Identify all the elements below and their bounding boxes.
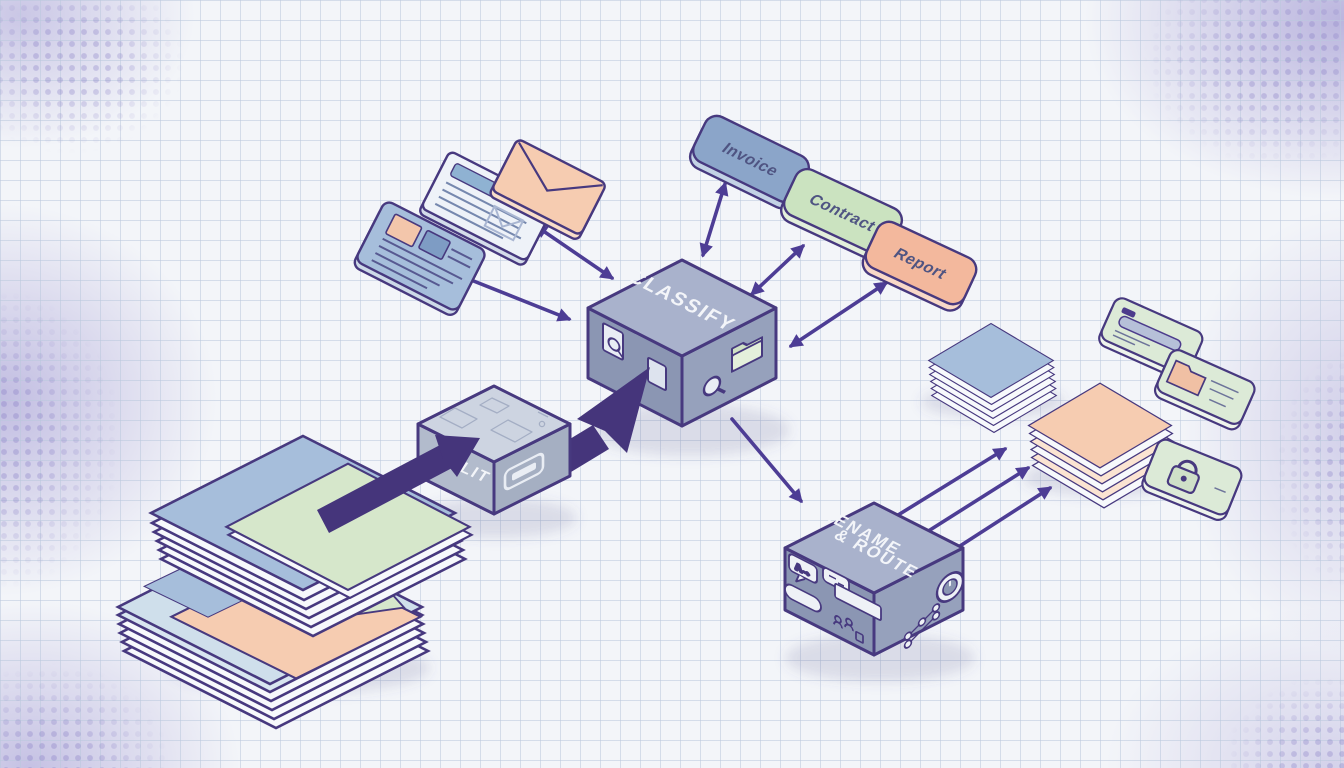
flow-arrow-head-2 (577, 367, 650, 453)
envelope-watermark-icon (483, 204, 525, 242)
processed-card-secured (1141, 438, 1243, 521)
blank-pill-icon (784, 583, 822, 613)
filename-bar (1118, 315, 1182, 352)
folder-front-icon (731, 336, 763, 373)
arrow-classify-contract (749, 244, 806, 296)
split-blueprint-lines (439, 397, 549, 443)
folder-icon (1165, 359, 1207, 397)
rename-bubble-icon: A→ (788, 553, 818, 584)
processed-card-foldered (1153, 349, 1256, 431)
connector-arrows (464, 181, 1053, 566)
doc-search-icon (602, 322, 624, 361)
flow-arrow-head-1 (435, 435, 480, 477)
rename-route-box: A→ (783, 501, 965, 657)
arrow-classify-report (788, 281, 889, 348)
arrow-classify-invoice (699, 181, 729, 258)
classify-box (586, 258, 778, 428)
output-stack-blue (928, 322, 1057, 434)
filename-field-icon (834, 583, 882, 621)
arrow-route-out-2 (909, 466, 1031, 544)
tag-invoice: Invoice (688, 114, 811, 210)
lock-icon (1166, 459, 1200, 494)
input-doc-letter (419, 151, 555, 266)
magnifier-icon (702, 375, 726, 397)
flow-arrow-segment-1 (317, 445, 452, 533)
output-tray-icon (503, 452, 545, 491)
input-doc-report-card (353, 201, 486, 316)
dial-icon (935, 571, 965, 603)
arrow-docs-classify (533, 224, 615, 280)
arrow-route-out-1 (888, 447, 1008, 522)
route-nodes-icon (903, 603, 941, 649)
classify-face-top (586, 258, 778, 358)
tag-report: Report (861, 220, 978, 312)
arrow-classify-to-rename (730, 417, 803, 504)
input-doc-envelope (489, 139, 606, 241)
envelope-flap-icon (517, 141, 603, 192)
arrow-card-to-classify (464, 276, 572, 322)
people-icons (833, 615, 864, 644)
